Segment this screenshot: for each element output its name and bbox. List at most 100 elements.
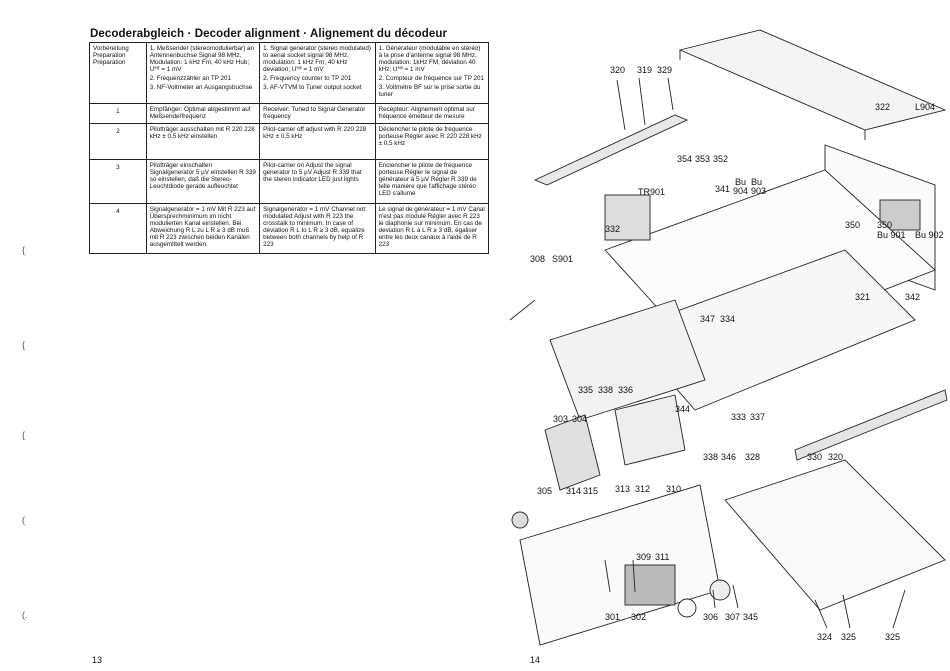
french-cell: Le signal de générateur = 1 mV Canal n'e… bbox=[374, 203, 490, 254]
part-label: 332 bbox=[605, 224, 620, 234]
tuning-knob bbox=[677, 598, 697, 618]
part-label: 310 bbox=[666, 484, 681, 494]
english-cell: Receiver: Tuned to Signal Generator freq… bbox=[259, 103, 376, 124]
part-label: 305 bbox=[537, 486, 552, 496]
part-label: 333 bbox=[731, 412, 746, 422]
part-label: 335 bbox=[578, 385, 593, 395]
part-label: 320 bbox=[828, 452, 843, 462]
prep-label-de: Vorbereitung bbox=[93, 45, 129, 52]
part-label: 303 bbox=[553, 414, 568, 424]
part-label: 313 bbox=[615, 484, 630, 494]
part-label: 352 bbox=[713, 154, 728, 164]
margin-mark: { bbox=[22, 245, 26, 255]
right-page: 320 319 329 322 L904 354 353 352 TR901 3… bbox=[475, 0, 950, 671]
step-text: 3. AF-VTVM to Tuner output socket bbox=[263, 84, 362, 91]
part-label: 904 bbox=[733, 186, 748, 196]
part-label: 301 bbox=[605, 612, 620, 622]
part-label: 345 bbox=[743, 612, 758, 622]
part-label: 320 bbox=[610, 65, 625, 75]
part-label: 341 bbox=[715, 184, 730, 194]
exploded-view-diagram: 320 319 329 322 L904 354 353 352 TR901 3… bbox=[509, 29, 948, 646]
part-label: 344 bbox=[675, 404, 690, 414]
french-cell: Déclencher le pilote de fréquence porteu… bbox=[374, 123, 490, 160]
margin-mark: { bbox=[22, 430, 26, 440]
part-label: Bu 901 bbox=[877, 230, 906, 240]
step-text: 2. Compteur de fréquence sur TP 201 bbox=[378, 75, 485, 82]
step-text: 2. Frequency counter to TP 201 bbox=[263, 75, 352, 82]
part-labels: 320 319 329 322 L904 354 353 352 TR901 3… bbox=[530, 65, 944, 642]
step-number: 2 bbox=[89, 123, 147, 160]
part-label: 322 bbox=[875, 102, 890, 112]
step-number: 1 bbox=[89, 103, 147, 124]
step-text: 2. Frequenzzähler an TP 201 bbox=[149, 75, 232, 82]
step-text: 3. Voltmètre BF sur le prise sortie du t… bbox=[378, 84, 481, 98]
page-number: 14 bbox=[530, 655, 541, 665]
table-row: 3 Pilotträger einschalten Signalgenerato… bbox=[89, 159, 490, 204]
part-label: 308 bbox=[530, 254, 545, 264]
part-label: Bu 902 bbox=[915, 230, 944, 240]
front-subpanel bbox=[549, 299, 706, 421]
part-label: 347 bbox=[700, 314, 715, 324]
part-label: Bu bbox=[735, 177, 746, 187]
part-label: 309 bbox=[636, 552, 651, 562]
part-label: 328 bbox=[745, 452, 760, 462]
part-label: 338 bbox=[598, 385, 613, 395]
part-label: L904 bbox=[915, 102, 935, 112]
german-cell: Pilotträger einschalten Signalgenerator … bbox=[145, 159, 260, 204]
display-module bbox=[544, 414, 601, 491]
top-cover bbox=[678, 29, 947, 131]
prep-label-en: Preparation bbox=[93, 52, 126, 59]
step-text: 1. Générateur (modulable en stéréo) à la… bbox=[378, 45, 481, 73]
side-rail-320 bbox=[533, 114, 689, 186]
part-label: TR901 bbox=[638, 187, 665, 197]
alignment-table: Vorbereitung Preparation Préparation 1. … bbox=[89, 42, 490, 254]
section-title: Decoderabgleich · Decoder alignment · Al… bbox=[90, 28, 448, 40]
margin-mark: (. bbox=[22, 610, 28, 620]
part-label: 329 bbox=[657, 65, 672, 75]
part-label: 319 bbox=[637, 65, 652, 75]
knob-305 bbox=[511, 511, 529, 529]
german-cell: 1. Meßsender (stereomodulierbar) an Ante… bbox=[145, 42, 260, 104]
prep-label-fr: Préparation bbox=[93, 59, 126, 66]
german-cell: Signalgenerator = 1 mV Mit R 223 auf Übe… bbox=[145, 203, 260, 254]
step-text: 1. Meßsender (stereomodulierbar) an Ante… bbox=[149, 45, 254, 73]
shaft-308 bbox=[509, 299, 536, 321]
part-label: S901 bbox=[552, 254, 573, 264]
step-text: 1. Signal generator (stereo modulated) t… bbox=[263, 45, 371, 73]
margin-mark: ( bbox=[22, 515, 25, 525]
part-label: 325 bbox=[841, 632, 856, 642]
part-label: 334 bbox=[720, 314, 735, 324]
part-label: 311 bbox=[655, 552, 669, 562]
transformer bbox=[604, 194, 651, 241]
knob-306 bbox=[709, 579, 731, 601]
part-label: 336 bbox=[618, 385, 633, 395]
part-label: 337 bbox=[750, 412, 765, 422]
french-cell: 1. Générateur (modulable en stéréo) à la… bbox=[374, 42, 490, 104]
part-label: 330 bbox=[807, 452, 822, 462]
step-number: 4 bbox=[89, 203, 147, 254]
german-cell: Empfänger: Optimal abgestimmt auf Meßsen… bbox=[145, 103, 260, 124]
part-label: 304 bbox=[572, 414, 587, 424]
english-cell: Pilot-carrier on Adjust the signal gener… bbox=[259, 159, 376, 204]
left-page: Decoderabgleich · Decoder alignment · Al… bbox=[22, 28, 490, 665]
part-label: 350 bbox=[845, 220, 860, 230]
english-cell: Signalgenerator = 1 mV Channel not modul… bbox=[259, 203, 376, 254]
part-label: 314 bbox=[566, 486, 581, 496]
table-row: 2 Pilotträger ausschalten mit R 220 228 … bbox=[89, 123, 490, 160]
table-row: Vorbereitung Preparation Préparation 1. … bbox=[89, 42, 490, 104]
step-text: 3. NF-Voltmeter an Ausgangsbuchse bbox=[149, 84, 253, 91]
part-label: 342 bbox=[905, 292, 920, 302]
part-label: 306 bbox=[703, 612, 718, 622]
page-number: 13 bbox=[92, 655, 103, 665]
step-number: 3 bbox=[89, 159, 147, 204]
margin-mark: { bbox=[22, 340, 26, 350]
part-label: 354 bbox=[677, 154, 692, 164]
tuner-module bbox=[614, 394, 686, 466]
part-label: 325 bbox=[885, 632, 900, 642]
part-label: 302 bbox=[631, 612, 646, 622]
prep-cell: Vorbereitung Preparation Préparation bbox=[89, 42, 147, 104]
side-rail bbox=[794, 389, 948, 461]
part-label: 903 bbox=[751, 186, 766, 196]
part-label: 321 bbox=[855, 292, 870, 302]
part-label: 324 bbox=[817, 632, 832, 642]
